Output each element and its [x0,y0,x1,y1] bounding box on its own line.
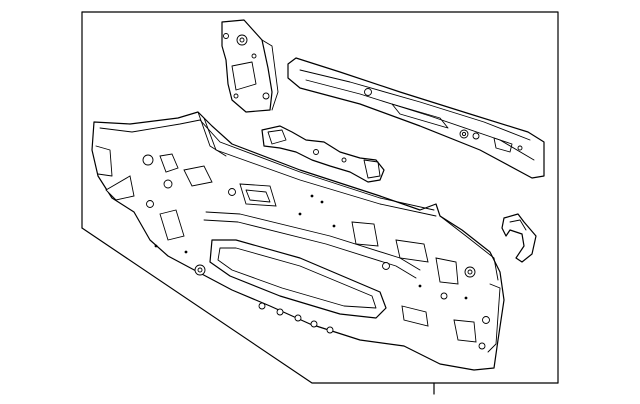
rear-panel-dot-8 [464,296,468,300]
rear-panel-bolt-4 [310,320,318,328]
rear-panel-opening-4 [159,209,185,241]
upper-bracket-hole-2 [223,33,229,39]
upper-bracket-hole-1-inner [239,37,245,43]
rear-panel-opening-6 [395,239,429,263]
cross-member-slot [391,103,449,129]
upper-bracket [221,19,279,113]
rear-panel-dot-7 [418,284,422,288]
cross-member-hole-4 [517,145,523,151]
rear-panel-bolt-1 [258,302,266,310]
rear-panel-dot-5 [154,244,158,248]
rear-panel-opening-1 [159,153,179,173]
rear-panel-top-flange [99,119,435,211]
side-clip-fold [509,219,527,231]
upper-bracket-hole-5 [233,93,239,99]
cross-member-hole-1 [364,88,372,96]
rear-panel-opening-9 [453,319,477,343]
rear-panel-dot-3 [298,212,302,216]
rear-panel-rib-upper [205,211,421,271]
rear-panel-opening-3 [239,183,277,207]
rear-panel [91,111,505,371]
upper-bracket-recess [231,61,257,91]
rear-panel-bolt-5 [326,326,334,334]
rear-panel-opening-3-inner [245,189,271,203]
rear-panel-dot-2 [320,200,324,204]
rear-panel-hole-1 [142,154,154,166]
cross-member-tab [493,137,513,153]
rear-panel-right-return [487,283,501,353]
cross-member-hole-2-inner [461,131,467,137]
middle-reinforcement-hole-2 [341,157,347,163]
middle-reinforcement-hole-1 [313,149,319,155]
upper-bracket-flange [261,39,279,111]
side-clip-body [501,213,537,263]
rear-panel-hole-10 [478,342,486,350]
rear-panel-hole-2 [163,179,173,189]
rear-panel-hole-9 [482,316,490,324]
rear-panel-hole-8 [440,292,448,300]
rear-panel-right-flange [439,215,499,281]
rear-panel-hole-6 [382,262,390,270]
rear-panel-hole-5 [146,200,154,208]
rear-panel-hole-4-inner [197,267,203,273]
rear-panel-dot-6 [184,250,188,254]
rear-panel-lower-recess-inner [217,247,377,309]
rear-panel-opening-8 [401,305,429,327]
rear-panel-dot-1 [310,194,314,198]
middle-reinforcement [261,125,385,183]
upper-bracket-hole-4 [262,92,270,100]
diagram-frame [81,11,559,395]
rear-panel-bolt-2 [276,308,284,316]
cross-member-flange-line [299,69,531,141]
rear-panel-top-rail [203,117,437,217]
frame-top-right-edge [81,11,559,384]
middle-reinforcement-body [261,125,385,183]
rear-panel-opening-5 [351,221,379,247]
upper-bracket-hole-3 [251,53,257,59]
rear-panel-dot-4 [332,224,336,228]
upper-bracket-body [221,19,273,113]
rear-panel-rib-lower [203,219,417,279]
rear-panel-opening-2 [183,165,213,187]
cross-member-body [287,57,545,179]
cross-member-hole-3 [472,132,480,140]
rear-panel-left-cutout [105,175,135,201]
rear-panel-hole-7-inner [467,269,473,275]
rear-panel-upright-edge [197,111,227,157]
rear-panel-bolt-3 [294,314,302,322]
middle-reinforcement-tab-2 [363,159,381,179]
side-clip [501,213,537,263]
rear-panel-left-fold [95,145,113,177]
frame-bottom-edge [81,227,559,384]
middle-reinforcement-tab-1 [267,129,287,145]
rear-panel-opening-7 [435,257,459,285]
rear-panel-lower-recess [209,239,387,319]
rear-panel-hole-3 [228,188,236,196]
upper-cross-member [287,57,545,179]
